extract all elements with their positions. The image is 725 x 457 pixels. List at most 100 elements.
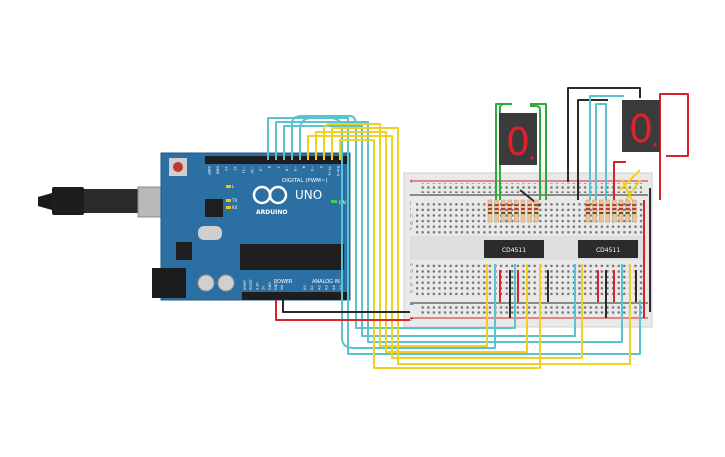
arduino-uno: ARDUINO UNO DIGITAL (PWM~) POWER ANALOG … [38,152,351,301]
wire-cyan-4[interactable] [275,121,623,343]
display-1-body[interactable] [499,113,537,165]
arduino-logo [252,185,288,205]
resistor[interactable] [494,199,499,223]
pin-label-digital: RX←0 [336,166,340,177]
wire-green-4[interactable] [530,103,547,200]
wire-red-display2-b[interactable] [613,161,626,200]
resistor[interactable] [612,199,617,223]
resistor-band [527,208,532,210]
pin-label-digital: 2 [319,166,323,168]
seven-segment-display-1: 0 [499,113,537,165]
resistor-band [612,204,617,206]
pin-label-power: RESET [249,278,253,290]
resistor[interactable] [618,199,624,223]
power-analog-header [242,292,348,300]
on-led [331,200,337,203]
resistor-band [632,208,637,210]
cd4511-chip-1[interactable] [484,240,544,258]
digital-header-label: DIGITAL (PWM~) [282,178,328,184]
wire-black-display2-top[interactable] [567,87,641,182]
arduino-board [160,152,351,301]
row-letter-g: g [410,221,413,226]
row-letter-f: f [410,226,412,232]
analog-header-label: ANALOG IN [312,279,340,285]
resistor[interactable] [605,199,610,223]
pin-label-digital: ~6 [284,166,288,172]
resistor-band [586,212,590,214]
resistor-band [494,204,499,206]
wire-green-3[interactable] [530,105,541,200]
resistor[interactable] [632,199,637,223]
resistor-band [494,212,499,214]
pin-label-digital: ~5 [293,166,297,171]
wire-yellow-display2[interactable] [619,169,641,201]
capacitor-1 [197,274,215,292]
resistor-band [592,212,597,214]
pin-label-analog: A0 [303,285,307,290]
resistor[interactable] [527,199,532,223]
resistor[interactable] [599,199,604,223]
pin-label-digital: ~10 [250,166,254,174]
wire-cyan-3[interactable] [283,125,576,337]
pin-label-digital: 8 [267,166,271,169]
rail-holes-top [420,183,642,193]
rail-holes-bottom [420,306,642,316]
wire-yellow-5[interactable] [339,139,541,369]
usb-cable-body [84,189,140,213]
resistor-band [527,204,532,206]
pin-label-power: 5V [262,285,266,290]
resistor[interactable] [507,199,512,223]
reset-button[interactable] [173,162,183,172]
wire-red-display2[interactable] [659,93,689,200]
wire-yellow-3[interactable] [307,135,583,359]
cd4511-chip-2[interactable] [578,240,638,258]
pin-label-digital: ~9 [259,166,263,172]
resistor-band [507,212,512,214]
resistor-band [619,208,623,210]
regulator [176,242,192,260]
pin-label-digital: TX→1 [327,165,331,176]
resistor-band [534,208,539,210]
wire-green-2[interactable] [495,103,512,200]
resistor-band [521,204,525,206]
rx-led-label: RX [232,205,238,210]
arduino-model: UNO [295,188,322,202]
power-header-label: POWER [274,279,293,285]
row-letter-i: i [410,207,411,213]
wire-cyan-5[interactable] [267,117,641,355]
wire-cyan-display2-b[interactable] [595,103,607,200]
chip-2: CD4511 [578,240,638,258]
wire-yellow-1[interactable] [323,123,488,347]
resistor-band [586,208,590,210]
resistor[interactable] [520,199,526,223]
wire-gnd[interactable] [282,300,410,313]
resistor[interactable] [592,199,597,223]
wire-cyan-display2[interactable] [589,95,624,200]
resistor[interactable] [534,199,539,223]
wire-5v[interactable] [275,300,410,321]
resistor[interactable] [625,199,630,223]
usb-chip [205,199,223,217]
resistor-band [514,212,519,214]
tx-led [226,199,231,202]
wire-black-display2[interactable] [577,99,608,200]
l-led [226,185,231,188]
display-1-digit: 0 [506,120,530,164]
resistor-band [605,208,610,210]
chip-1-label: CD4511 [502,247,526,254]
resistor-band [507,208,512,210]
resistor[interactable] [501,199,506,223]
display-2-body[interactable] [622,100,660,152]
resistor[interactable] [585,199,591,223]
resistor[interactable] [487,199,493,223]
wire-yellow-4[interactable] [331,127,631,365]
pin-label-digital: 4 [302,166,306,169]
resistor[interactable] [514,199,519,223]
pin-label-digital: ~3 [310,166,314,171]
resistor-band [494,208,499,210]
tx-led-label: TX [231,198,237,203]
resistor-band [488,208,492,210]
pin-label-analog: A3 [325,285,329,290]
